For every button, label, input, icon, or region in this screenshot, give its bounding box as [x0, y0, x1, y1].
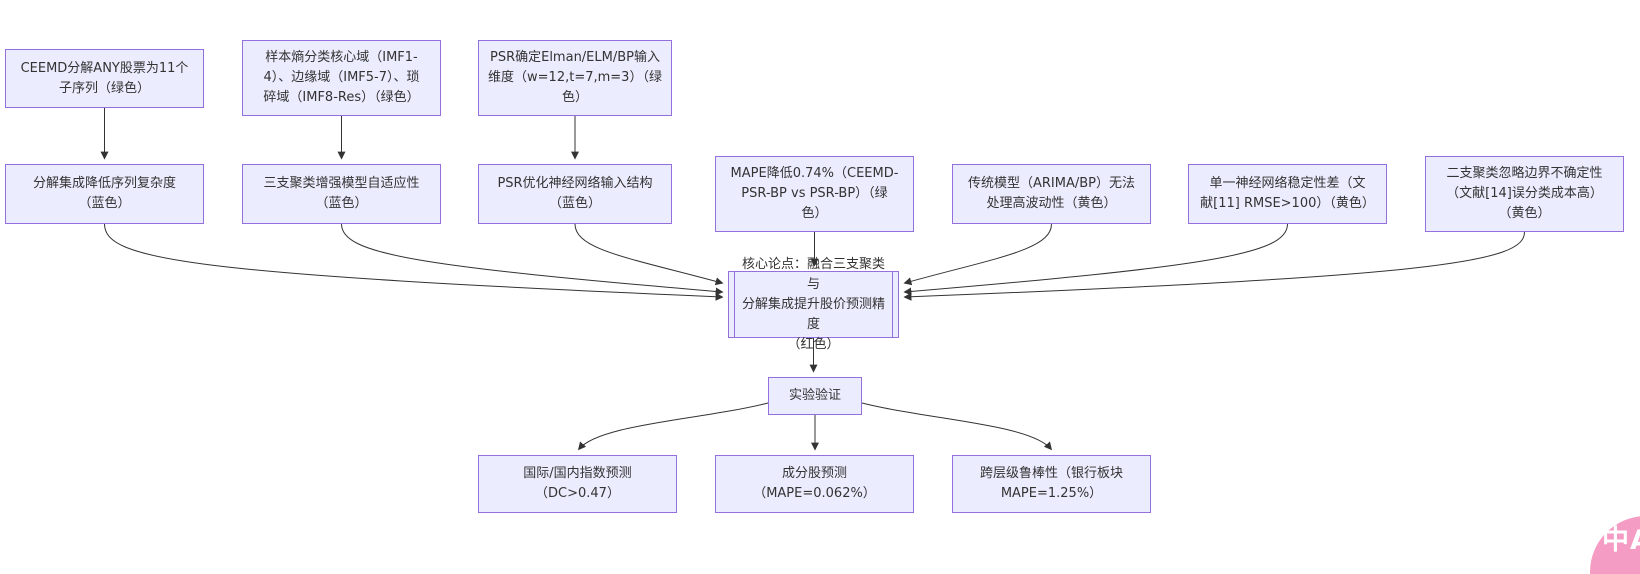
node-sample-entropy: 样本熵分类核心域（IMF1- 4）、边缘域（IMF5-7）、琐 碎域（IMF8-…	[242, 40, 441, 116]
node-label: 国际/国内指数预测 （DC>0.47）	[523, 466, 632, 501]
node-label: PSR优化神经网络输入结构 （蓝色）	[497, 176, 653, 211]
node-label: 分解集成降低序列复杂度 （蓝色）	[32, 176, 176, 211]
node-label: MAPE降低0.74%（CEEMD- PSR-BP vs PSR-BP）（绿 色…	[730, 166, 899, 221]
node-label: 跨层级鲁棒性（银行板块 MAPE=1.25%）	[979, 466, 1123, 501]
node-robustness: 跨层级鲁棒性（银行板块 MAPE=1.25%）	[952, 455, 1151, 513]
node-traditional-limitation: 传统模型（ARIMA/BP）无法 处理高波动性（黄色）	[952, 164, 1151, 224]
edge-experiment-to-index	[577, 402, 769, 451]
node-label: 单一神经网络稳定性差（文 献[11] RMSE>100）（黄色）	[1200, 176, 1375, 211]
node-psr-dimension: PSR确定Elman/ELM/BP输入 维度（w=12,t=7,m=3）（绿 色…	[478, 40, 672, 116]
node-label: 三支聚类增强模型自适应性 （蓝色）	[263, 176, 420, 211]
node-label: 实验验证	[788, 388, 841, 403]
node-ceemd-decompose: CEEMD分解ANY股票为11个 子序列（绿色）	[5, 49, 204, 108]
edge-decomposition-to-core	[104, 223, 724, 301]
edge-threeway-to-core	[341, 223, 724, 296]
node-label: CEEMD分解ANY股票为11个 子序列（绿色）	[20, 60, 189, 96]
node-label: 成分股预测 （MAPE=0.062%）	[753, 466, 876, 501]
translate-icon: 中A	[1602, 525, 1640, 556]
node-label: 样本熵分类核心域（IMF1- 4）、边缘域（IMF5-7）、琐 碎域（IMF8-…	[263, 50, 420, 105]
node-label: PSR确定Elman/ELM/BP输入 维度（w=12,t=7,m=3）（绿 色…	[488, 50, 662, 105]
node-psr-benefit: PSR优化神经网络输入结构 （蓝色）	[478, 164, 672, 224]
node-stock-prediction: 成分股预测 （MAPE=0.062%）	[715, 455, 914, 513]
node-three-way-benefit: 三支聚类增强模型自适应性 （蓝色）	[242, 164, 441, 224]
node-label: 核心论点：融合三支聚类与 分解集成提升股价预测精度 （红色）	[741, 256, 885, 352]
node-label: 二支聚类忽略边界不确定性 （文献[14]误分类成本高） （黄色）	[1446, 166, 1603, 221]
node-index-prediction: 国际/国内指数预测 （DC>0.47）	[478, 455, 677, 513]
edge-singlenn-to-core	[903, 223, 1288, 296]
node-two-way-limitation: 二支聚类忽略边界不确定性 （文献[14]误分类成本高） （黄色）	[1425, 156, 1624, 232]
edge-psrbenefit-to-core	[574, 223, 724, 286]
translate-float-button[interactable]: 中A	[1590, 516, 1640, 574]
edge-twoway-to-core	[903, 231, 1525, 301]
node-label: 传统模型（ARIMA/BP）无法 处理高波动性（黄色）	[967, 176, 1135, 211]
node-single-nn-limitation: 单一神经网络稳定性差（文 献[11] RMSE>100）（黄色）	[1188, 164, 1387, 224]
node-core-thesis: 核心论点：融合三支聚类与 分解集成提升股价预测精度 （红色）	[728, 257, 899, 352]
edge-experiment-to-robustness	[861, 402, 1053, 451]
node-mape-improvement: MAPE降低0.74%（CEEMD- PSR-BP vs PSR-BP）（绿 色…	[715, 156, 914, 232]
node-experiment: 实验验证	[768, 377, 862, 415]
node-decomposition-benefit: 分解集成降低序列复杂度 （蓝色）	[5, 164, 204, 224]
edge-traditional-to-core	[903, 223, 1052, 286]
